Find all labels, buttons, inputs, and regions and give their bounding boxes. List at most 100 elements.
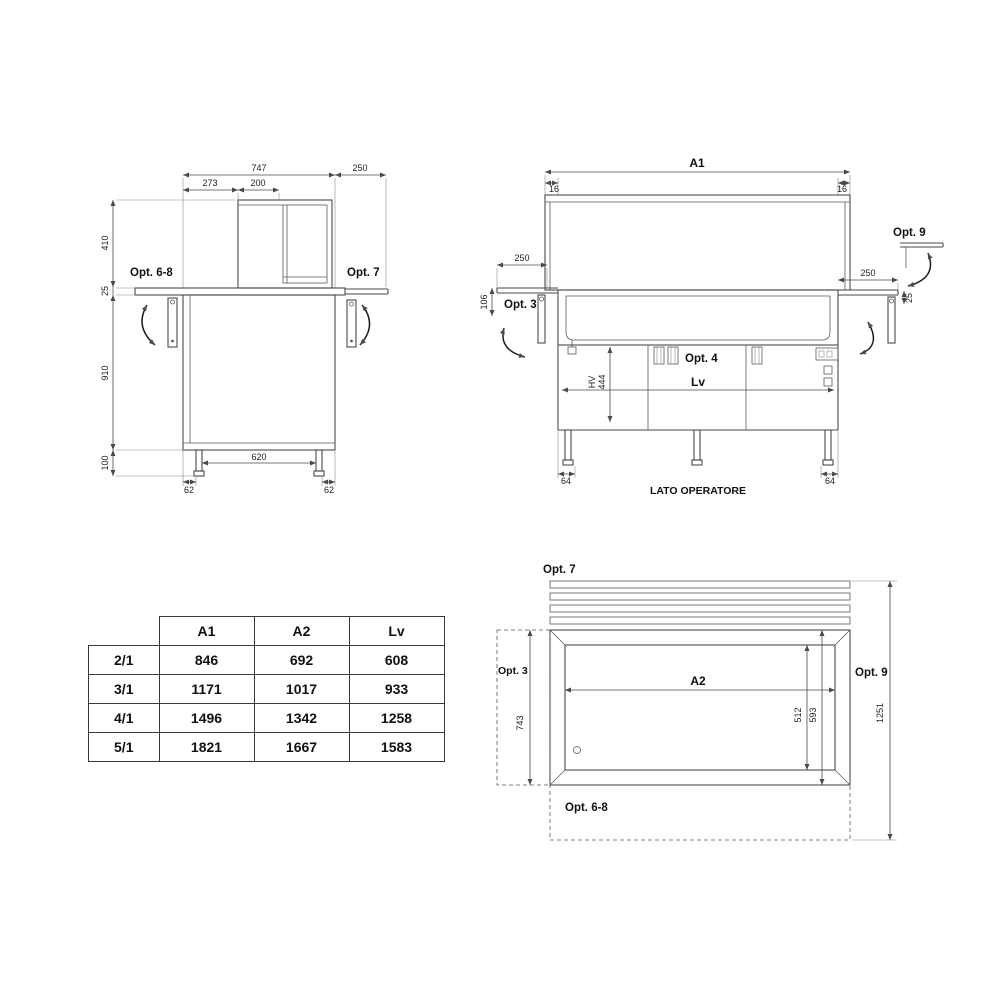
value-cell: 1821 [158, 732, 255, 762]
swing-arrow-icon [859, 321, 875, 355]
front-lv-dimension: Lv [562, 375, 834, 393]
dim-250-right: 250 [860, 268, 875, 278]
swing-arrow-icon [141, 304, 156, 346]
dim-743: 743 [515, 715, 525, 730]
swing-arrow-icon [500, 327, 526, 358]
dim-64-left: 64 [561, 476, 571, 486]
col-header-a1: A1 [158, 616, 255, 646]
table-corner-cell [88, 616, 160, 646]
front-legs [562, 429, 834, 466]
dim-64-right: 64 [825, 476, 835, 486]
table-row: 2/1 846 692 608 [88, 645, 445, 675]
opt-4-label: Opt. 4 [685, 353, 718, 365]
dim-a2: A2 [690, 674, 706, 688]
value-cell: 933 [348, 674, 445, 704]
value-cell: 1171 [158, 674, 255, 704]
dim-1251: 1251 [875, 703, 885, 723]
model-label: 4/1 [88, 703, 160, 733]
value-cell: 1342 [253, 703, 350, 733]
dim-25-side: 25 [100, 286, 110, 296]
value-cell: 846 [158, 645, 255, 675]
front-opt9-shelf: Opt. 9 [893, 227, 944, 287]
value-cell: 1583 [348, 732, 445, 762]
table-row: 4/1 1496 1342 1258 [88, 703, 445, 733]
dim-62-left: 62 [184, 485, 194, 495]
value-cell: 608 [348, 645, 445, 675]
top-grille-slats [549, 580, 851, 625]
opt-7-side-label: Opt. 7 [347, 267, 380, 279]
dim-62-right: 62 [324, 485, 334, 495]
side-display-case [237, 199, 333, 289]
dim-512: 512 [793, 707, 803, 722]
front-right-shelf: 250 25 [838, 268, 914, 355]
vent-grille-icon [653, 346, 763, 365]
dim-620: 620 [251, 452, 266, 462]
opt-7-top-label: Opt. 7 [543, 564, 576, 576]
top-left-option-zone: Opt. 3 743 [496, 629, 551, 786]
model-label: 3/1 [88, 674, 160, 704]
size-table: A1 A2 Lv 2/1 846 692 608 3/1 1171 1017 9… [88, 616, 445, 762]
dim-910: 910 [100, 365, 110, 380]
side-left-folding-shelf: Opt. 6-8 [130, 267, 178, 348]
dim-16-left: 16 [549, 184, 559, 194]
top-a2-dimension: A2 [565, 674, 835, 693]
dim-100: 100 [100, 455, 110, 470]
top-overall-depth-dimension: 1251 [852, 580, 897, 841]
dim-200: 200 [250, 178, 265, 188]
dim-273: 273 [202, 178, 217, 188]
opt-6-8-label: Opt. 6-8 [130, 267, 173, 279]
table-row: 5/1 1821 1667 1583 [88, 732, 445, 762]
opt-9-top-label: Opt. 9 [855, 667, 888, 679]
side-left-dimensions: 410 25 910 100 [100, 199, 236, 477]
value-cell: 1496 [158, 703, 255, 733]
side-top-dimensions: 747 250 273 200 [182, 163, 387, 288]
opt-3-front-label: Opt. 3 [504, 299, 537, 311]
front-a1-dimension: A1 16 16 [544, 156, 851, 195]
front-bottom-dimensions: 64 64 LATO OPERATORE [557, 430, 839, 497]
dim-747: 747 [251, 163, 266, 173]
dim-hv: HV [587, 376, 597, 389]
side-view-drawing: 747 250 273 200 410 [100, 163, 389, 495]
dim-106: 106 [479, 294, 489, 309]
model-label: 5/1 [88, 732, 160, 762]
control-panel [815, 347, 839, 387]
table-header-row: A1 A2 Lv [88, 616, 445, 646]
dim-25-front: 25 [904, 293, 914, 303]
dim-lv: Lv [691, 375, 705, 389]
front-hv-dimension: HV 444 [587, 347, 613, 422]
dim-a1: A1 [689, 156, 705, 170]
front-basin [557, 289, 839, 355]
opt-3-top-label: Opt. 3 [498, 665, 528, 677]
table-row: 3/1 1171 1017 933 [88, 674, 445, 704]
dim-250-left: 250 [514, 253, 529, 263]
value-cell: 1258 [348, 703, 445, 733]
value-cell: 692 [253, 645, 350, 675]
opt-6-8-top-label: Opt. 6-8 [565, 802, 608, 814]
model-label: 2/1 [88, 645, 160, 675]
col-header-lv: Lv [348, 616, 445, 646]
drain-icon [573, 746, 581, 754]
value-cell: 1017 [253, 674, 350, 704]
dim-410: 410 [100, 235, 110, 250]
dim-16-right: 16 [837, 184, 847, 194]
opt-9-front-label: Opt. 9 [893, 227, 926, 239]
operator-side-label: LATO OPERATORE [650, 485, 746, 497]
swing-arrow-icon [907, 252, 933, 287]
front-left-shelf: 250 106 Opt. 3 [479, 253, 558, 358]
top-depth-dimensions: 512 593 [793, 630, 825, 785]
top-view-drawing: Opt. 7 Opt. 3 743 A2 512 593 [496, 564, 897, 841]
dim-250-side: 250 [352, 163, 367, 173]
dim-593: 593 [808, 707, 818, 722]
side-bottom-dimensions: 620 62 62 [182, 450, 336, 495]
top-frame [549, 629, 851, 786]
col-header-a2: A2 [253, 616, 350, 646]
front-glass-case [544, 194, 851, 291]
value-cell: 1667 [253, 732, 350, 762]
side-worktop [134, 287, 346, 296]
dim-444: 444 [597, 374, 607, 389]
side-base-cabinet [182, 294, 336, 451]
top-bottom-option-zone: Opt. 6-8 [549, 784, 851, 841]
front-view-drawing: A1 16 16 250 106 Opt. 3 [479, 156, 944, 497]
swing-arrow-icon [359, 304, 371, 346]
